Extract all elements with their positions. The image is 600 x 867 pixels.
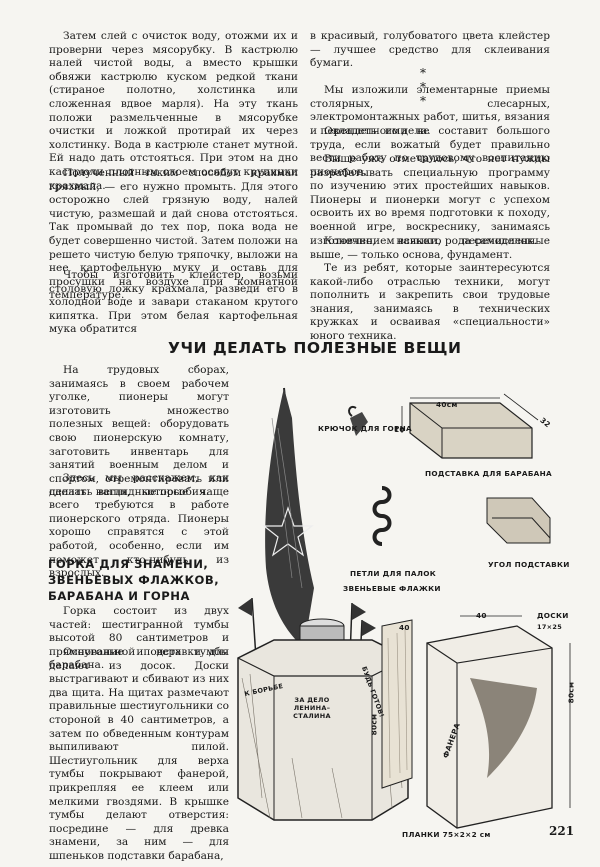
dimension-panel-width: 40 xyxy=(399,623,410,632)
paragraph: Овладеть ими не составит большого труда,… xyxy=(310,125,550,178)
label-slats: ПЛАНКИ 75×2×2 см xyxy=(402,830,491,839)
dimension-height: 10 xyxy=(394,425,405,434)
paragraph: в красивый, голубоватого цвета клейстер … xyxy=(310,30,550,70)
dimension-top: 40 xyxy=(476,611,487,620)
paragraph: Здесь мы расскажем, как делать вещи, кот… xyxy=(49,472,229,580)
illustration-drawing xyxy=(237,387,571,829)
label-boards-size: 17×25 xyxy=(537,623,563,631)
page-number: 221 xyxy=(549,824,575,838)
paragraph: На трудовых сборах, занимаясь в своем ра… xyxy=(49,364,229,499)
label-boards: ДОСКИ xyxy=(537,611,569,620)
paragraph: Конечно, навыки, перечисленные выше, — т… xyxy=(310,235,550,261)
banner-mid: ЗА ДЕЛО ЛЕНИНА–СТАЛИНА xyxy=(293,696,331,720)
dimension-width: 40см xyxy=(436,400,458,409)
article-subtitle: Горка для знамени, звеньевых флажков, ба… xyxy=(48,557,220,603)
paragraph: Чтобы изготовить клейстер, возьми столов… xyxy=(49,269,298,336)
paragraph: Горка состоит из двух частей: шестигранн… xyxy=(49,605,229,672)
paragraph: Полученный таким способом крахмал грязны… xyxy=(49,167,298,302)
paragraph: Основание и верх тумбы делают из досок. … xyxy=(49,646,229,862)
dimension-box-height: 80см xyxy=(566,681,576,704)
section-title: УЧИ ДЕЛАТЬ ПОЛЕЗНЫЕ ВЕЩИ xyxy=(168,339,462,357)
paragraph: Те из ребят, которые заинтересуются како… xyxy=(310,262,550,342)
paragraph: Затем слей с очисток воду, отожми их и п… xyxy=(49,30,298,192)
section-divider: * * * xyxy=(420,66,432,108)
label-drum-stand: ПОДСТАВКА ДЛЯ БАРАБАНА xyxy=(425,469,552,478)
label-loops: ПЕТЛИ ДЛЯ ПАЛОК xyxy=(350,569,436,578)
label-flags: ЗВЕНЬЕВЫЕ ФЛАЖКИ xyxy=(343,584,441,593)
label-hook: КРЮЧОК ДЛЯ ГОРНА xyxy=(318,424,412,433)
paragraph: Выше уже отмечалось, что нет нужды разра… xyxy=(310,153,550,247)
paragraph: Мы изложили элементарные приемы столярны… xyxy=(310,84,550,137)
label-corner: УГОЛ ПОДСТАВКИ xyxy=(488,560,570,569)
